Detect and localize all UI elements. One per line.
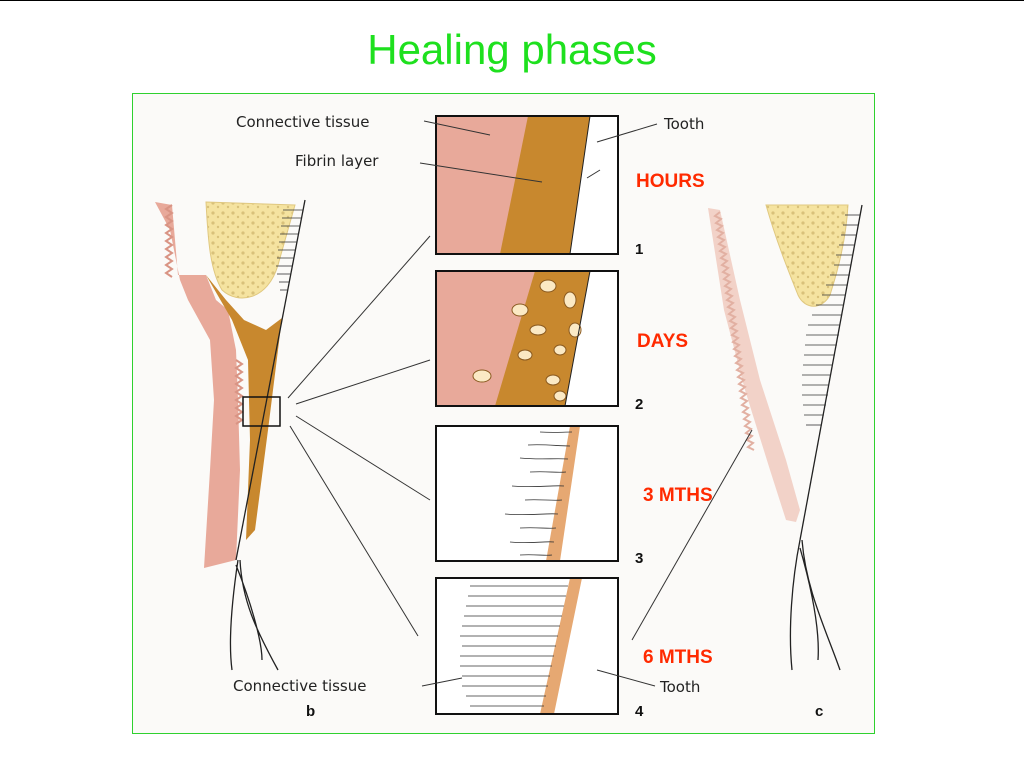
stage-2-number: 2 [635, 396, 643, 413]
zoom-box [242, 396, 281, 427]
rete-pegs-c [713, 211, 755, 451]
pdl-fibers-b [276, 209, 303, 291]
slide-title: Healing phases [367, 26, 657, 73]
fibers-4 [460, 585, 568, 707]
top-rule [0, 0, 1024, 1]
label-panel-b: b [306, 703, 315, 720]
phase-3-months: 3 MTHS [643, 485, 713, 506]
stage-4-panel [435, 577, 619, 715]
label-tooth-top: Tooth [663, 115, 704, 133]
label-tooth-bottom: Tooth [659, 678, 700, 696]
phase-days: DAYS [637, 331, 688, 352]
stage-1-number: 1 [635, 241, 643, 258]
cells [472, 279, 582, 402]
roots-c [789, 539, 841, 671]
panel-c-illustration [631, 204, 863, 671]
phase-6-months: 6 MTHS [643, 647, 713, 668]
epithelium-b [155, 202, 240, 568]
stage-3-number: 3 [635, 550, 643, 567]
phase-hours: HOURS [636, 171, 705, 192]
label-connective-tissue-bottom: Connective tissue [233, 677, 366, 695]
label-leaders [419, 120, 658, 687]
stage-4-border [435, 577, 619, 715]
alveolar-bone-b [205, 201, 296, 299]
stage-1-border [435, 115, 619, 255]
panel-b-illustration [155, 199, 431, 671]
roots-b [229, 559, 279, 671]
stage-3-border [435, 425, 619, 562]
pdl-fibers-c [802, 214, 860, 426]
fibers-3 [504, 431, 573, 556]
rete-pegs-b [164, 204, 244, 425]
epithelium-c [708, 208, 800, 522]
label-fibrin-layer: Fibrin layer [295, 152, 379, 170]
zoom-lines [287, 235, 431, 637]
alveolar-bone-c [765, 204, 849, 307]
stage-4-number: 4 [635, 703, 644, 720]
zoom-line-c [631, 429, 753, 641]
stage-2-border [435, 270, 619, 407]
label-panel-c: c [815, 703, 823, 720]
stage-3-panel [435, 425, 619, 562]
stage-1-panel [435, 115, 619, 255]
stage-2-panel [435, 270, 619, 407]
fibrin-layer-b [206, 275, 282, 540]
label-connective-tissue-top: Connective tissue [236, 113, 369, 131]
